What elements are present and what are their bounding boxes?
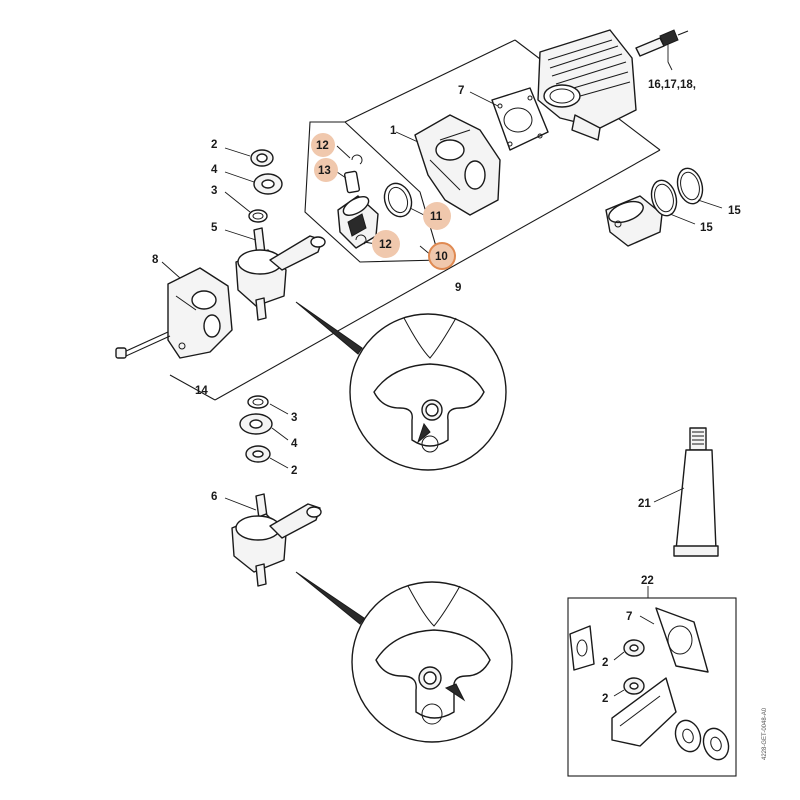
callout-22: 22 (641, 575, 654, 587)
piston-assembly-right (605, 195, 663, 247)
callout-2-kit-bottom: 2 (602, 693, 608, 705)
bearing-seal-top (224, 147, 274, 167)
piston-ring (383, 182, 427, 218)
callout-15-left: 15 (700, 222, 713, 234)
sealant-tube (653, 427, 719, 557)
callout-2-kit-top: 2 (602, 657, 608, 669)
callout-6: 6 (211, 491, 217, 503)
callout-4-top: 4 (211, 164, 218, 176)
crankcase-half-left (161, 261, 233, 359)
callout-11: 11 (430, 211, 443, 223)
gasket-kit-box (567, 586, 737, 777)
callout-1: 1 (390, 125, 397, 137)
screw (115, 331, 171, 359)
crankshaft-bottom (224, 493, 322, 587)
cylinder (537, 29, 637, 141)
spark-plug (635, 29, 689, 71)
callout-5: 5 (211, 222, 218, 234)
callout-12-bottom: 12 (379, 239, 392, 251)
callout-16-17-18: 16,17,18, (648, 79, 696, 91)
callout-7-top: 7 (458, 85, 464, 97)
callout-2-bottom: 2 (291, 465, 297, 477)
washer-bottom (247, 395, 289, 415)
crankshaft-top (224, 227, 326, 321)
cylinder-gasket (469, 87, 549, 151)
callout-2-top: 2 (211, 139, 217, 151)
callout-12-top: 12 (316, 140, 329, 152)
detail-view-top (295, 301, 507, 471)
detail-view-bottom (295, 571, 513, 743)
ball-bearing-top (224, 171, 283, 195)
callout-3-bottom: 3 (291, 412, 297, 424)
highlight-10 (428, 242, 456, 270)
callout-9: 9 (455, 282, 461, 294)
callout-13: 13 (318, 165, 331, 177)
ball-bearing-bottom (239, 413, 289, 441)
callout-8: 8 (152, 254, 159, 266)
callout-7-kit: 7 (626, 611, 632, 623)
piston-ring-15a (650, 179, 696, 225)
piston-ring-15b (676, 167, 723, 209)
highlight-12-top (311, 133, 335, 157)
washer-top (224, 191, 268, 223)
callout-10: 10 (435, 251, 448, 263)
bearing-seal-bottom (245, 445, 289, 469)
piston-pin (336, 170, 361, 194)
callout-14: 14 (195, 385, 208, 397)
callout-3-top: 3 (211, 185, 217, 197)
highlight-12-bottom (372, 230, 400, 258)
drawing-code: 4228-GET-0048-A0 (762, 707, 768, 760)
callout-4-bottom: 4 (291, 438, 298, 450)
piston (337, 195, 379, 249)
callout-21: 21 (638, 498, 651, 510)
highlight-11 (423, 202, 451, 230)
highlight-13 (314, 158, 338, 182)
callout-15-right: 15 (728, 205, 741, 217)
piston-clip-top (336, 145, 363, 165)
crankcase-half-top (395, 114, 501, 216)
